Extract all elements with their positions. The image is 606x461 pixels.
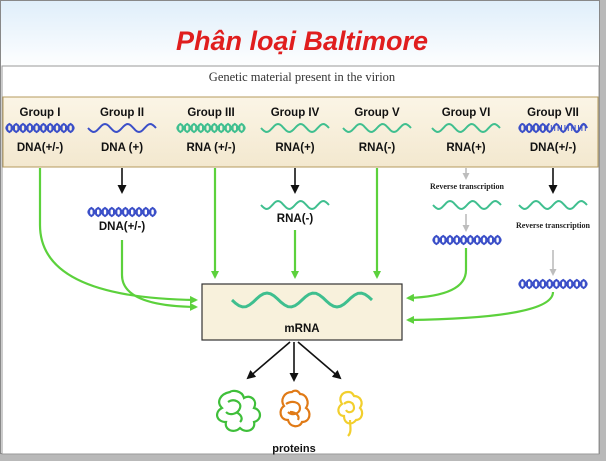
arrow-mrna-to-protein-left bbox=[246, 341, 291, 380]
group-5: Group V RNA(-) bbox=[342, 107, 412, 154]
group-name: Group IV bbox=[271, 107, 320, 119]
mrna-strand bbox=[230, 291, 374, 309]
group-4: Group IV RNA(+) bbox=[260, 107, 330, 154]
proteins-label: proteins bbox=[272, 443, 315, 455]
group-name: Group V bbox=[354, 107, 400, 119]
group7-rna-strand bbox=[518, 199, 588, 211]
group-1: Group I DNA(+/-) bbox=[5, 107, 75, 154]
group-material: DNA(+/-) bbox=[17, 142, 63, 154]
group-7: Group VII DNA(+/-) bbox=[518, 107, 588, 154]
group-name: Group I bbox=[20, 107, 61, 119]
group4-intermediate-strand bbox=[260, 199, 330, 211]
arrow-group1-to-mrna bbox=[38, 168, 198, 304]
group7-dna-strand bbox=[518, 278, 588, 290]
group-3: Group III RNA (+/-) bbox=[176, 107, 246, 154]
group-name: Group VII bbox=[527, 107, 579, 119]
group2-intermediate-strand bbox=[87, 206, 157, 218]
slide-title: Phân loại Baltimore bbox=[176, 26, 428, 56]
group-header-band bbox=[2, 96, 599, 168]
mrna-box bbox=[201, 283, 403, 341]
group6-rna-strand bbox=[432, 199, 502, 211]
group-6: Group VI RNA(+) bbox=[431, 107, 501, 154]
group-2: Group II DNA (+) bbox=[87, 107, 157, 154]
mrna-label: mRNA bbox=[284, 323, 319, 335]
group7-rt-line: Reverse transcription bbox=[516, 221, 591, 230]
arrow-group6-to-mrna bbox=[406, 248, 468, 302]
strand-icon bbox=[176, 122, 246, 134]
strand-icon bbox=[87, 122, 157, 134]
figure-subtitle: Genetic material present in the virion bbox=[209, 70, 396, 84]
arrow-group7-to-mrna bbox=[406, 291, 555, 324]
group2-intermediate-label: DNA(+/-) bbox=[99, 221, 145, 233]
group-name: Group VI bbox=[442, 107, 491, 119]
strand-icon bbox=[260, 122, 330, 134]
protein-orange bbox=[279, 389, 311, 428]
strand-icon bbox=[431, 122, 501, 134]
group6-rt-line: Reverse transcription bbox=[430, 182, 505, 191]
group7-rt-label: Reverse transcription bbox=[516, 221, 591, 230]
group-list: Group I DNA(+/-) Group II DNA (+) Group III R… bbox=[5, 107, 588, 154]
group6-dna-strand bbox=[432, 234, 502, 246]
group-material: DNA (+) bbox=[101, 142, 143, 154]
group-material: RNA(+) bbox=[446, 142, 485, 154]
group-material: RNA(-) bbox=[359, 142, 396, 154]
arrow-group2-to-mrna bbox=[120, 240, 198, 311]
protein-green bbox=[216, 389, 262, 432]
protein-yellow bbox=[337, 390, 364, 437]
group4-intermediate-label: RNA(-) bbox=[277, 213, 314, 225]
group-material: DNA(+/-) bbox=[530, 142, 576, 154]
group-name: Group II bbox=[100, 107, 144, 119]
group-material: RNA(+) bbox=[275, 142, 314, 154]
group6-rt-label: Reverse transcription bbox=[430, 182, 505, 191]
title-band bbox=[0, 0, 606, 70]
group-material: RNA (+/-) bbox=[186, 142, 235, 154]
arrows bbox=[38, 168, 558, 382]
group-name: Group III bbox=[187, 107, 234, 119]
strand-icon bbox=[342, 122, 412, 134]
intermediates bbox=[87, 199, 588, 290]
arrow-mrna-to-protein-right bbox=[297, 341, 342, 380]
strand-icon bbox=[518, 122, 588, 134]
window-edge-right bbox=[600, 0, 606, 456]
strand-icon bbox=[5, 122, 75, 134]
window-edge-bottom bbox=[0, 454, 606, 456]
